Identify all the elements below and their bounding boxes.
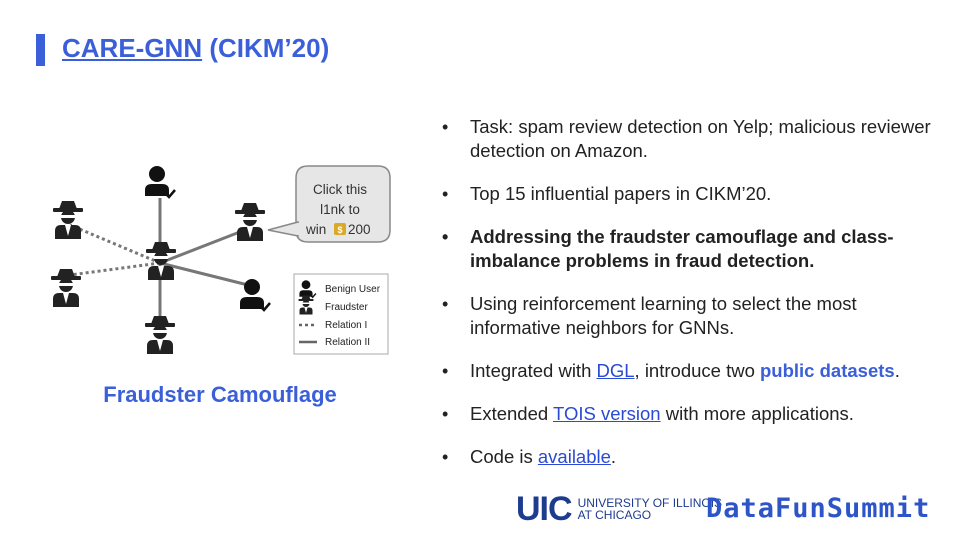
bullet-extended: • Extended TOIS version with more applica… <box>442 402 942 426</box>
bullet-code-post: . <box>610 446 617 467</box>
title-suffix: (CIKM’20) <box>202 33 330 63</box>
bullet-rl-text: Using reinforcement learning to select t… <box>470 293 857 338</box>
bullet-dot: • <box>442 294 449 314</box>
fraudster-icon <box>145 316 175 354</box>
fraudster-icon <box>235 203 265 241</box>
datafun-summit-logo: DataFunSummit <box>706 493 931 524</box>
bullet-influential-text: Top 15 influential papers in CIKM’20. <box>470 183 772 204</box>
uic-logo: UIC UNIVERSITY OF ILLINOIS AT CHICAGO <box>516 492 722 526</box>
uic-logo-line1: UNIVERSITY OF ILLINOIS <box>577 496 723 510</box>
tois-version-link[interactable]: TOIS version <box>552 403 661 424</box>
bubble-line-3-suffix: 200 <box>348 222 371 237</box>
bullet-extended-post: with more applications. <box>660 403 854 424</box>
bullet-dot: • <box>442 184 449 204</box>
uic-logo-mark: UIC <box>516 490 573 528</box>
bullet-dot: • <box>442 117 449 137</box>
bullet-task-text: Task: spam review detection on Yelp; mal… <box>470 116 931 161</box>
money-icon-glyph: $ <box>337 225 342 235</box>
bubble-line-1: Click this <box>313 182 367 197</box>
bullet-code-pre: Code is <box>470 446 538 467</box>
money-icon <box>334 223 346 235</box>
uic-logo-text: UNIVERSITY OF ILLINOIS AT CHICAGO <box>578 497 722 521</box>
code-available-link[interactable]: available <box>537 446 611 467</box>
bullet-influential: • Top 15 influential papers in CIKM’20. <box>442 182 942 206</box>
uic-logo-line2: AT CHICAGO <box>577 508 652 522</box>
bullet-integrated-post: . <box>894 360 900 381</box>
bullet-dot: • <box>442 361 449 381</box>
spam-speech-bubble: Click this l1nk to win $ 200 <box>267 165 391 243</box>
public-datasets-highlight: public datasets <box>760 360 895 381</box>
bullet-code: • Code is available. <box>442 445 942 469</box>
legend-relation2-label: Relation II <box>325 337 370 348</box>
legend-relation1-label: Relation I <box>325 320 367 331</box>
legend-fraudster-label: Fraudster <box>325 302 368 313</box>
title-accent-bar <box>36 34 45 66</box>
slide-title: CARE-GNN (CIKM’20) <box>62 33 329 64</box>
benign-user-icon <box>143 164 177 199</box>
bullet-integrated: • Integrated with DGL, introduce two publ… <box>442 359 942 383</box>
dgl-link[interactable]: DGL <box>596 360 635 381</box>
bullet-list: • Task: spam review detection on Yelp; ma… <box>442 115 942 488</box>
bullet-addressing: • Addressing the fraudster camouflage and… <box>442 225 942 273</box>
bullet-addressing-text: Addressing the fraudster camouflage and … <box>470 226 894 271</box>
bullet-extended-pre: Extended <box>470 403 553 424</box>
figure-caption: Fraudster Camouflage <box>103 382 337 407</box>
fraudster-icon <box>53 201 83 239</box>
title-link[interactable]: CARE-GNN <box>62 33 203 63</box>
camouflage-figure: Click this l1nk to win $ 200 Benign User… <box>51 164 391 355</box>
figure-legend: Benign User Fraudster Relation I Relatio… <box>293 273 389 355</box>
bullet-dot: • <box>442 404 449 424</box>
bullet-rl: • Using reinforcement learning to select … <box>442 292 942 340</box>
bullet-dot: • <box>442 447 449 467</box>
bubble-line-2: l1nk to <box>320 202 360 217</box>
bullet-dot: • <box>442 227 449 247</box>
bullet-task: • Task: spam review detection on Yelp; ma… <box>442 115 942 163</box>
fraudster-center-icon <box>146 242 176 280</box>
bubble-line-3-prefix: win <box>305 222 326 237</box>
legend-benign-label: Benign User <box>325 284 381 295</box>
bullet-integrated-pre: Integrated with <box>470 360 597 381</box>
bullet-integrated-mid: , introduce two <box>634 360 760 381</box>
